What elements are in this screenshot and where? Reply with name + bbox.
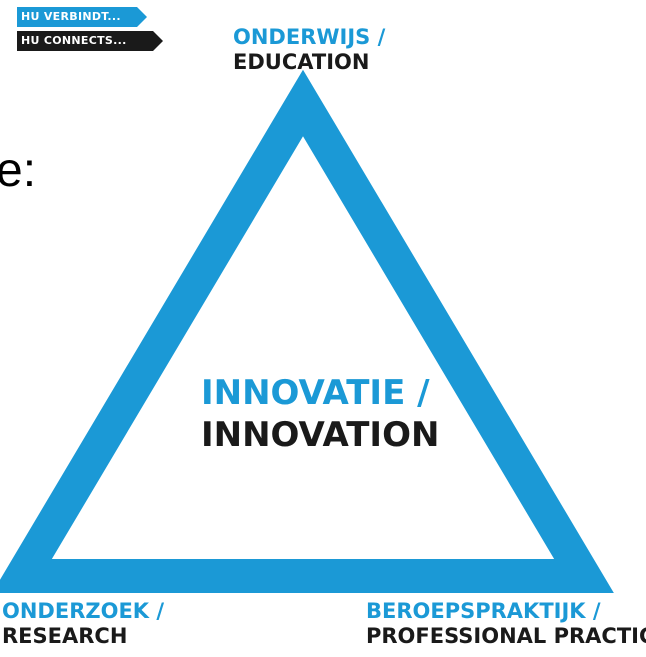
- node-education: ONDERWIJS / EDUCATION: [233, 25, 385, 75]
- node-research-english: RESEARCH: [2, 624, 128, 648]
- hu-connects-badge: HU CONNECTS...: [17, 31, 163, 51]
- node-research: ONDERZOEK / RESEARCH: [2, 599, 164, 649]
- node-research-dutch: ONDERZOEK /: [2, 599, 165, 623]
- node-professional-practice-dutch: BEROEPSPRAKTIJK /: [366, 599, 601, 623]
- node-education-dutch: ONDERWIJS /: [233, 25, 386, 49]
- cropped-slide-text: e:: [0, 144, 37, 197]
- node-professional-practice: BEROEPSPRAKTIJK / PROFESSIONAL PRACTICE: [366, 599, 646, 649]
- hu-verbindt-badge: HU VERBINDT...: [17, 7, 147, 27]
- node-education-english: EDUCATION: [233, 50, 370, 74]
- node-innovation-english: INNOVATION: [201, 415, 440, 455]
- node-innovation: INNOVATIE / INNOVATION: [201, 372, 439, 456]
- node-professional-practice-english: PROFESSIONAL PRACTICE: [366, 624, 646, 648]
- triangle-outline: [0, 69, 614, 593]
- node-innovation-dutch: INNOVATIE /: [201, 373, 430, 413]
